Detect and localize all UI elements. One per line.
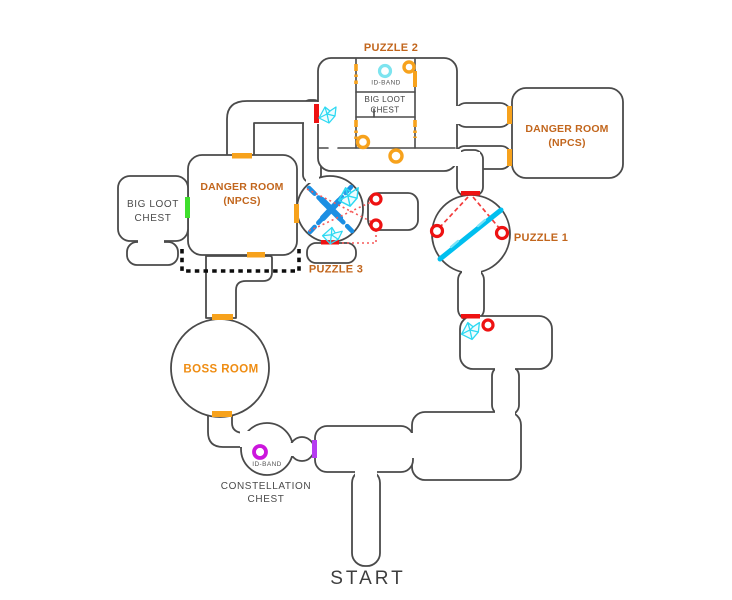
idband-label: ID-BAND: [252, 461, 282, 468]
door-orange-danger-mid-top: [232, 153, 252, 159]
junction-openings: [138, 102, 515, 476]
decor-layer: [180, 64, 504, 273]
red-target-ring-icon: [429, 223, 445, 239]
magenta-target-ring-icon: [252, 444, 268, 460]
puzzle1-label: PUZZLE 1: [514, 232, 568, 244]
puzzle2-chest-label-line2: CHEST: [370, 106, 399, 115]
secret-dashed-path: [180, 249, 301, 273]
puzzle2-chest-label-line1: BIG LOOT: [365, 95, 406, 104]
door-purple-bottom-left-room: [312, 440, 317, 458]
room-danger-top-right: [511, 87, 624, 179]
corridor-puzzle1-down: [457, 268, 485, 321]
big-loot-chest-label-line2: CHEST: [135, 213, 172, 224]
constellation-chest-label-line1: CONSTELLATION: [221, 481, 311, 492]
corridor-left-elbow: [226, 100, 319, 158]
puzzle1-laser-beam: [437, 207, 504, 262]
door-orange-boss-top: [212, 314, 233, 320]
orange-target-ring-icon: [388, 148, 404, 164]
puzzle3-blue-cross-core: [318, 196, 344, 222]
constellation-chest-label-line2: CHEST: [248, 494, 285, 505]
puzzle2-label: PUZZLE 2: [364, 42, 418, 54]
big-loot-chest-label-line1: BIG LOOT: [127, 199, 179, 210]
corridor-start: [351, 469, 381, 567]
labels-layer: PUZZLE 2 DANGER ROOM (NPCS) BIG LOOT CHE…: [127, 42, 609, 589]
door-red-puzzle2-west: [314, 104, 319, 123]
corridor-room-to-room-right: [491, 365, 520, 416]
puzzle2-idband-label: ID-BAND: [371, 80, 401, 87]
orange-target-ring-icon: [402, 60, 416, 74]
corridor-right-upper-pill: [454, 102, 512, 128]
red-target-ring-icon: [369, 192, 383, 206]
cyan-target-ring-icon: [377, 63, 393, 79]
room-bottom-right: [411, 411, 522, 481]
danger-room-top-label-line1: DANGER ROOM: [525, 123, 608, 135]
door-orange-puzzle2-inner: [413, 71, 417, 87]
corridor-danger-to-boss: [205, 255, 273, 319]
door-orange-right-upper: [507, 106, 512, 124]
puzzle1-red-dashed-lines: [439, 196, 501, 230]
corridor-puzzle3-pill: [306, 242, 357, 264]
puzzle3-label: PUZZLE 3: [309, 264, 363, 276]
danger-room-mid-label-line2: (NPCS): [223, 195, 260, 207]
puzzle3-red-dotted-path: [306, 188, 377, 244]
corridor-big-loot-antechamber: [126, 241, 179, 266]
red-target-ring-icon: [369, 218, 383, 232]
boss-room-label: BOSS ROOM: [183, 364, 258, 376]
markers-layer: [252, 60, 510, 460]
door-orange-danger-mid-east: [294, 204, 299, 223]
red-target-ring-icon: [494, 225, 510, 241]
puzzle1-beam-chevron: [449, 218, 487, 249]
danger-room-mid-label-line1: DANGER ROOM: [200, 181, 283, 193]
red-target-ring-icon: [481, 318, 495, 332]
danger-room-top-label-line2: (NPCS): [548, 137, 585, 149]
door-green-big-loot: [185, 197, 190, 218]
door-orange-boss-bottom: [212, 411, 232, 417]
door-red-crystal-room-top: [461, 314, 480, 319]
room-crystal-east: [459, 315, 553, 370]
start-label: START: [330, 568, 406, 589]
rooms-layer: [117, 57, 624, 481]
door-orange-danger-mid-bottom: [247, 252, 265, 258]
orange-target-ring-icon: [355, 134, 371, 150]
room-bottom-left: [314, 425, 414, 473]
door-red-puzzle1-top: [461, 191, 480, 196]
door-orange-right-lower: [507, 149, 512, 166]
